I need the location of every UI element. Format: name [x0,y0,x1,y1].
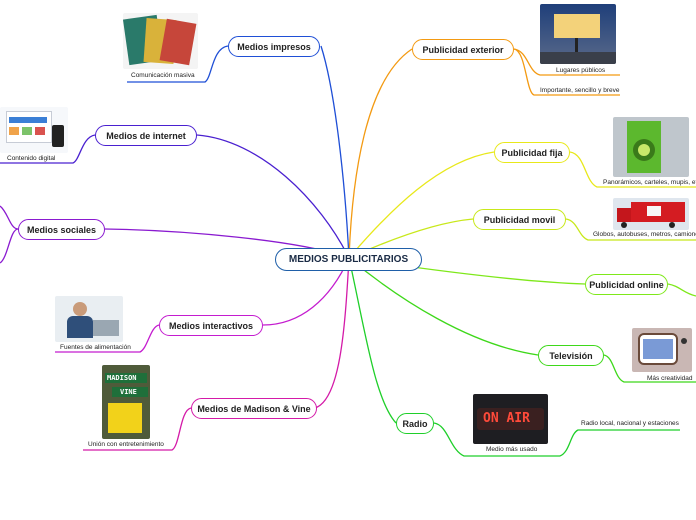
topic-medios-de-internet-label: Medios de internet [106,131,186,141]
image-on-air-sign[interactable]: ON AIR [473,394,548,444]
topic-medios-madison-vine-label: Medios de Madison & Vine [197,404,310,414]
sub-line-sociales-1 [0,206,18,229]
line-fija [349,152,494,258]
topic-medios-sociales[interactable]: Medios sociales [18,219,105,240]
topic-television-label: Televisión [549,351,592,361]
subtopic-lugares-publicos[interactable]: Lugares públicos [556,67,605,75]
topic-publicidad-online[interactable]: Publicidad online [585,274,668,295]
central-topic-label: MEDIOS PUBLICITARIOS [289,254,408,265]
image-green-billboard[interactable] [613,117,689,177]
topic-publicidad-online-label: Publicidad online [589,280,664,290]
line-impresos [321,46,349,258]
on-air-text: ON AIR [483,411,530,426]
sub-line-radio-2 [560,430,680,456]
topic-medios-sociales-label: Medios sociales [27,225,96,235]
topic-publicidad-movil-label: Publicidad movil [484,215,556,225]
topic-television[interactable]: Televisión [538,345,604,366]
subtopic-globos-autobuses[interactable]: Globos, autobuses, metros, camiones, etc [593,231,696,239]
image-person-headphones[interactable] [55,296,123,342]
topic-medios-de-internet[interactable]: Medios de internet [95,125,197,146]
image-madison-vine-sign[interactable]: MADISON VINE [102,365,150,439]
vine-sign-text: VINE [120,388,137,396]
topic-medios-impresos-label: Medios impresos [237,42,311,52]
image-website-mockups[interactable] [0,107,68,153]
topic-radio-label: Radio [402,419,427,429]
image-red-truck[interactable] [613,198,689,230]
topic-radio[interactable]: Radio [396,413,434,434]
image-retro-television[interactable] [632,328,692,372]
subtopic-contenido-digital[interactable]: Contenido digital [7,155,55,163]
subtopic-comunicacion-masiva[interactable]: Comunicación masiva [131,72,195,80]
topic-medios-interactivos[interactable]: Medios interactivos [159,315,263,336]
central-topic[interactable]: MEDIOS PUBLICITARIOS [275,248,422,271]
topic-medios-interactivos-label: Medios interactivos [169,321,253,331]
subtopic-radio-local[interactable]: Radio local, nacional y estaciones [581,420,679,428]
sub-line-sociales-2 [0,229,18,263]
line-internet [197,135,349,258]
subtopic-medio-mas-usado[interactable]: Medio más usado [486,446,537,454]
topic-publicidad-fija-label: Publicidad fija [501,148,562,158]
topic-medios-impresos[interactable]: Medios impresos [228,36,320,57]
line-television [349,258,538,355]
image-billboard-night[interactable] [540,4,616,64]
line-radio [349,258,396,423]
topic-publicidad-exterior[interactable]: Publicidad exterior [412,39,514,60]
topic-publicidad-movil[interactable]: Publicidad movil [473,209,566,230]
image-printed-brochures[interactable] [123,13,198,69]
madison-sign-text: MADISON [107,374,137,382]
subtopic-union-con-entretenimiento[interactable]: Unión con entretenimiento [88,441,164,449]
subtopic-panoramicos[interactable]: Panorámicos, carteles, mupis, etc [603,179,696,187]
subtopic-importante-sencillo-breve[interactable]: Importante, sencillo y breve [540,87,619,95]
topic-publicidad-fija[interactable]: Publicidad fija [494,142,570,163]
sub-line-online [668,284,696,296]
line-madison [315,258,349,408]
topic-medios-madison-vine[interactable]: Medios de Madison & Vine [191,398,317,419]
subtopic-mas-creatividad[interactable]: Más creatividad [647,375,693,383]
subtopic-fuentes-de-alimentacion[interactable]: Fuentes de alimentación [60,344,131,352]
line-exterior [349,49,412,258]
topic-publicidad-exterior-label: Publicidad exterior [422,45,503,55]
